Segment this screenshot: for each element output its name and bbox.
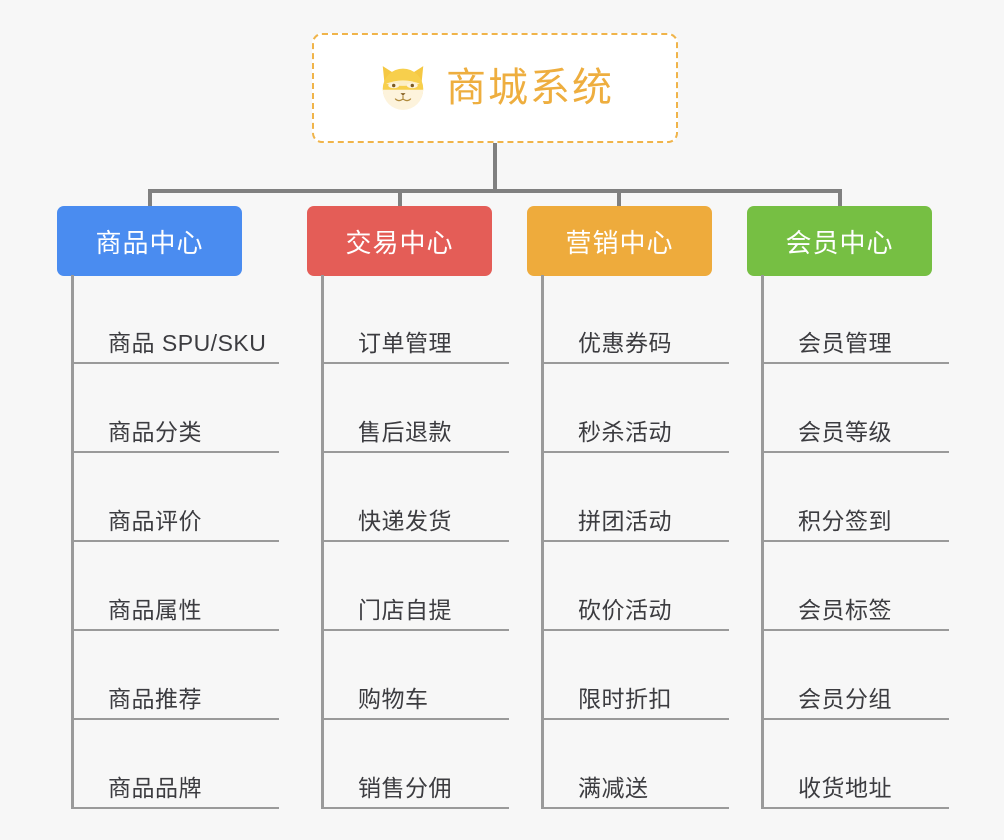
root-node[interactable]: 商城系统	[312, 33, 678, 143]
leaf-item-underline	[764, 718, 949, 720]
leaf-item-label: 秒杀活动	[578, 419, 672, 445]
leaf-item-underline	[324, 718, 509, 720]
leaf-item[interactable]: 会员等级	[764, 364, 949, 453]
leaf-item-label: 拼团活动	[578, 508, 672, 534]
leaf-item[interactable]: 商品 SPU/SKU	[74, 275, 279, 364]
leaf-item-label: 快递发货	[358, 508, 452, 534]
connector-drop-2	[398, 189, 402, 207]
leaf-item-underline	[74, 362, 279, 364]
leaf-item[interactable]: 商品品牌	[74, 720, 279, 809]
leaf-item-label: 商品 SPU/SKU	[108, 330, 267, 356]
leaf-item-label: 满减送	[578, 775, 649, 801]
leaf-item-label: 商品评价	[108, 508, 202, 534]
leaf-item-label: 砍价活动	[578, 597, 672, 623]
leaf-item-label: 订单管理	[358, 330, 452, 356]
leaf-item[interactable]: 商品推荐	[74, 631, 279, 720]
root-title: 商城系统	[446, 66, 614, 110]
leaf-item-underline	[324, 629, 509, 631]
leaf-item[interactable]: 限时折扣	[544, 631, 729, 720]
leaf-item-label: 限时折扣	[578, 686, 672, 712]
leaf-item-label: 商品分类	[108, 419, 202, 445]
category-box-member-center[interactable]: 会员中心	[747, 206, 932, 276]
leaf-item-underline	[544, 540, 729, 542]
category-box-trade-center[interactable]: 交易中心	[307, 206, 492, 276]
leaf-item[interactable]: 门店自提	[324, 542, 509, 631]
leaf-item-underline	[324, 540, 509, 542]
leaf-item[interactable]: 订单管理	[324, 275, 509, 364]
leaf-item-underline	[764, 362, 949, 364]
leaf-item[interactable]: 收货地址	[764, 720, 949, 809]
leaf-item-label: 积分签到	[798, 508, 892, 534]
leaf-item[interactable]: 会员管理	[764, 275, 949, 364]
leaf-item-underline	[324, 451, 509, 453]
leaf-item-label: 商品推荐	[108, 686, 202, 712]
leaf-item[interactable]: 商品评价	[74, 453, 279, 542]
leaf-item[interactable]: 商品属性	[74, 542, 279, 631]
category-label: 商品中心	[95, 227, 204, 258]
leaf-item-underline	[764, 807, 949, 809]
leaf-item[interactable]: 会员标签	[764, 542, 949, 631]
leaf-item-label: 会员标签	[798, 597, 892, 623]
shiba-dog-icon	[382, 66, 424, 110]
leaf-item-label: 会员管理	[798, 330, 892, 356]
category-label: 交易中心	[345, 227, 454, 258]
connector-horizontal-bus	[148, 189, 842, 193]
leaf-item-underline	[544, 451, 729, 453]
category-box-product-center[interactable]: 商品中心	[57, 206, 242, 276]
leaf-item[interactable]: 会员分组	[764, 631, 949, 720]
leaf-item-underline	[764, 540, 949, 542]
leaf-item-underline	[764, 629, 949, 631]
leaf-item-label: 商品品牌	[108, 775, 202, 801]
leaf-item[interactable]: 销售分佣	[324, 720, 509, 809]
connector-drop-4	[838, 189, 842, 207]
leaf-item-label: 购物车	[358, 686, 429, 712]
leaf-item-underline	[74, 540, 279, 542]
leaf-item-underline	[324, 807, 509, 809]
leaf-item-underline	[544, 807, 729, 809]
root-node-content: 商城系统	[376, 61, 614, 115]
branch-spine	[71, 275, 74, 809]
connector-drop-1	[148, 189, 152, 207]
leaf-item[interactable]: 秒杀活动	[544, 364, 729, 453]
leaf-item[interactable]: 砍价活动	[544, 542, 729, 631]
connector-root-stem	[493, 143, 497, 191]
leaf-item-label: 销售分佣	[358, 775, 452, 801]
leaf-item-underline	[544, 718, 729, 720]
leaf-item[interactable]: 优惠券码	[544, 275, 729, 364]
leaf-item-label: 售后退款	[358, 419, 452, 445]
leaf-item-underline	[74, 451, 279, 453]
leaf-item[interactable]: 商品分类	[74, 364, 279, 453]
leaf-item-underline	[544, 629, 729, 631]
leaf-item-label: 收货地址	[798, 775, 892, 801]
category-label: 营销中心	[565, 227, 674, 258]
leaf-item[interactable]: 积分签到	[764, 453, 949, 542]
connector-drop-3	[617, 189, 621, 207]
leaf-item[interactable]: 快递发货	[324, 453, 509, 542]
category-label: 会员中心	[785, 227, 894, 258]
leaf-item-underline	[74, 718, 279, 720]
leaf-item-underline	[74, 629, 279, 631]
leaf-item-underline	[544, 362, 729, 364]
category-box-marketing-center[interactable]: 营销中心	[527, 206, 712, 276]
branch-spine	[761, 275, 764, 809]
leaf-item-underline	[324, 362, 509, 364]
leaf-item[interactable]: 拼团活动	[544, 453, 729, 542]
branch-spine	[541, 275, 544, 809]
leaf-item[interactable]: 售后退款	[324, 364, 509, 453]
leaf-item-label: 会员分组	[798, 686, 892, 712]
leaf-item-label: 会员等级	[798, 419, 892, 445]
leaf-item[interactable]: 满减送	[544, 720, 729, 809]
leaf-item-underline	[764, 451, 949, 453]
leaf-item-label: 门店自提	[358, 597, 452, 623]
leaf-item-label: 商品属性	[108, 597, 202, 623]
leaf-item-label: 优惠券码	[578, 330, 672, 356]
leaf-item[interactable]: 购物车	[324, 631, 509, 720]
branch-spine	[321, 275, 324, 809]
leaf-item-underline	[74, 807, 279, 809]
